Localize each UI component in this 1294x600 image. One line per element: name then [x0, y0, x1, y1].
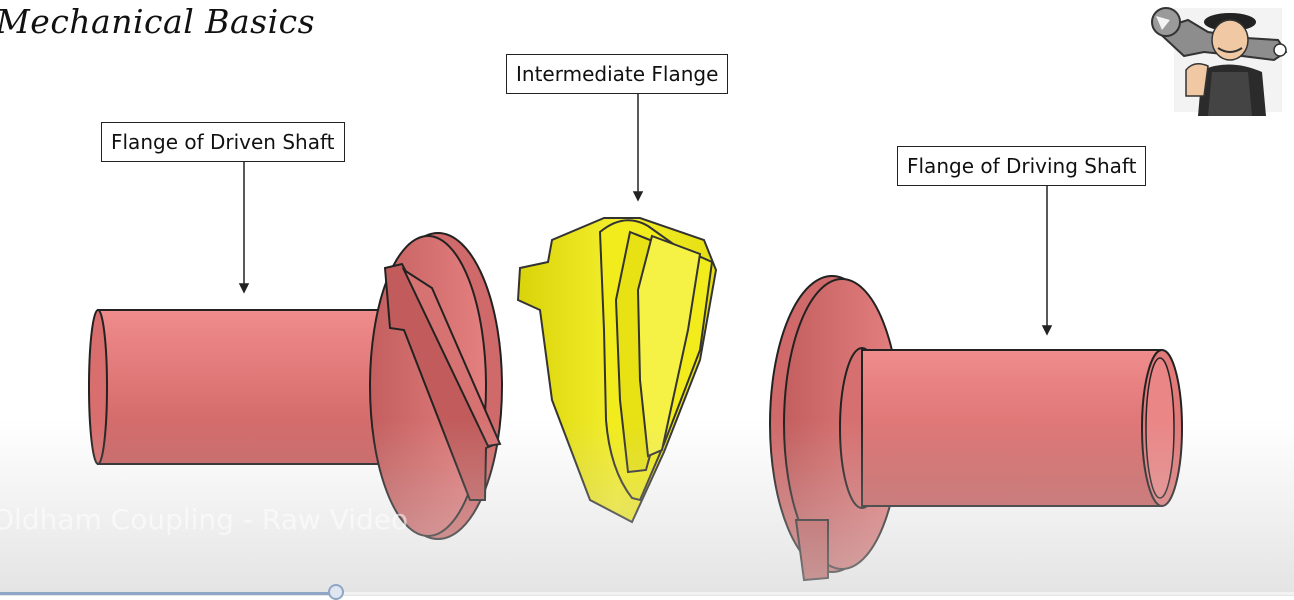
callout-intermediate-flange: Intermediate Flange — [506, 54, 729, 94]
channel-title: Mechanical Basics — [0, 2, 316, 41]
intermediate-flange — [516, 217, 718, 524]
video-title: Oldham Coupling - Raw Video — [0, 503, 409, 536]
driven-shaft — [88, 309, 389, 465]
callout-driving-flange: Flange of Driving Shaft — [897, 146, 1147, 186]
callout-arrows — [238, 94, 1053, 336]
progress-scrubber-handle[interactable] — [328, 584, 345, 600]
driving-shaft — [861, 349, 1183, 507]
driven-flange — [369, 232, 503, 540]
mechanic-mascot-icon — [1151, 7, 1288, 116]
progress-bar[interactable] — [0, 592, 1294, 595]
progress-bar-fill — [0, 592, 337, 595]
callout-driven-flange: Flange of Driven Shaft — [101, 122, 345, 162]
